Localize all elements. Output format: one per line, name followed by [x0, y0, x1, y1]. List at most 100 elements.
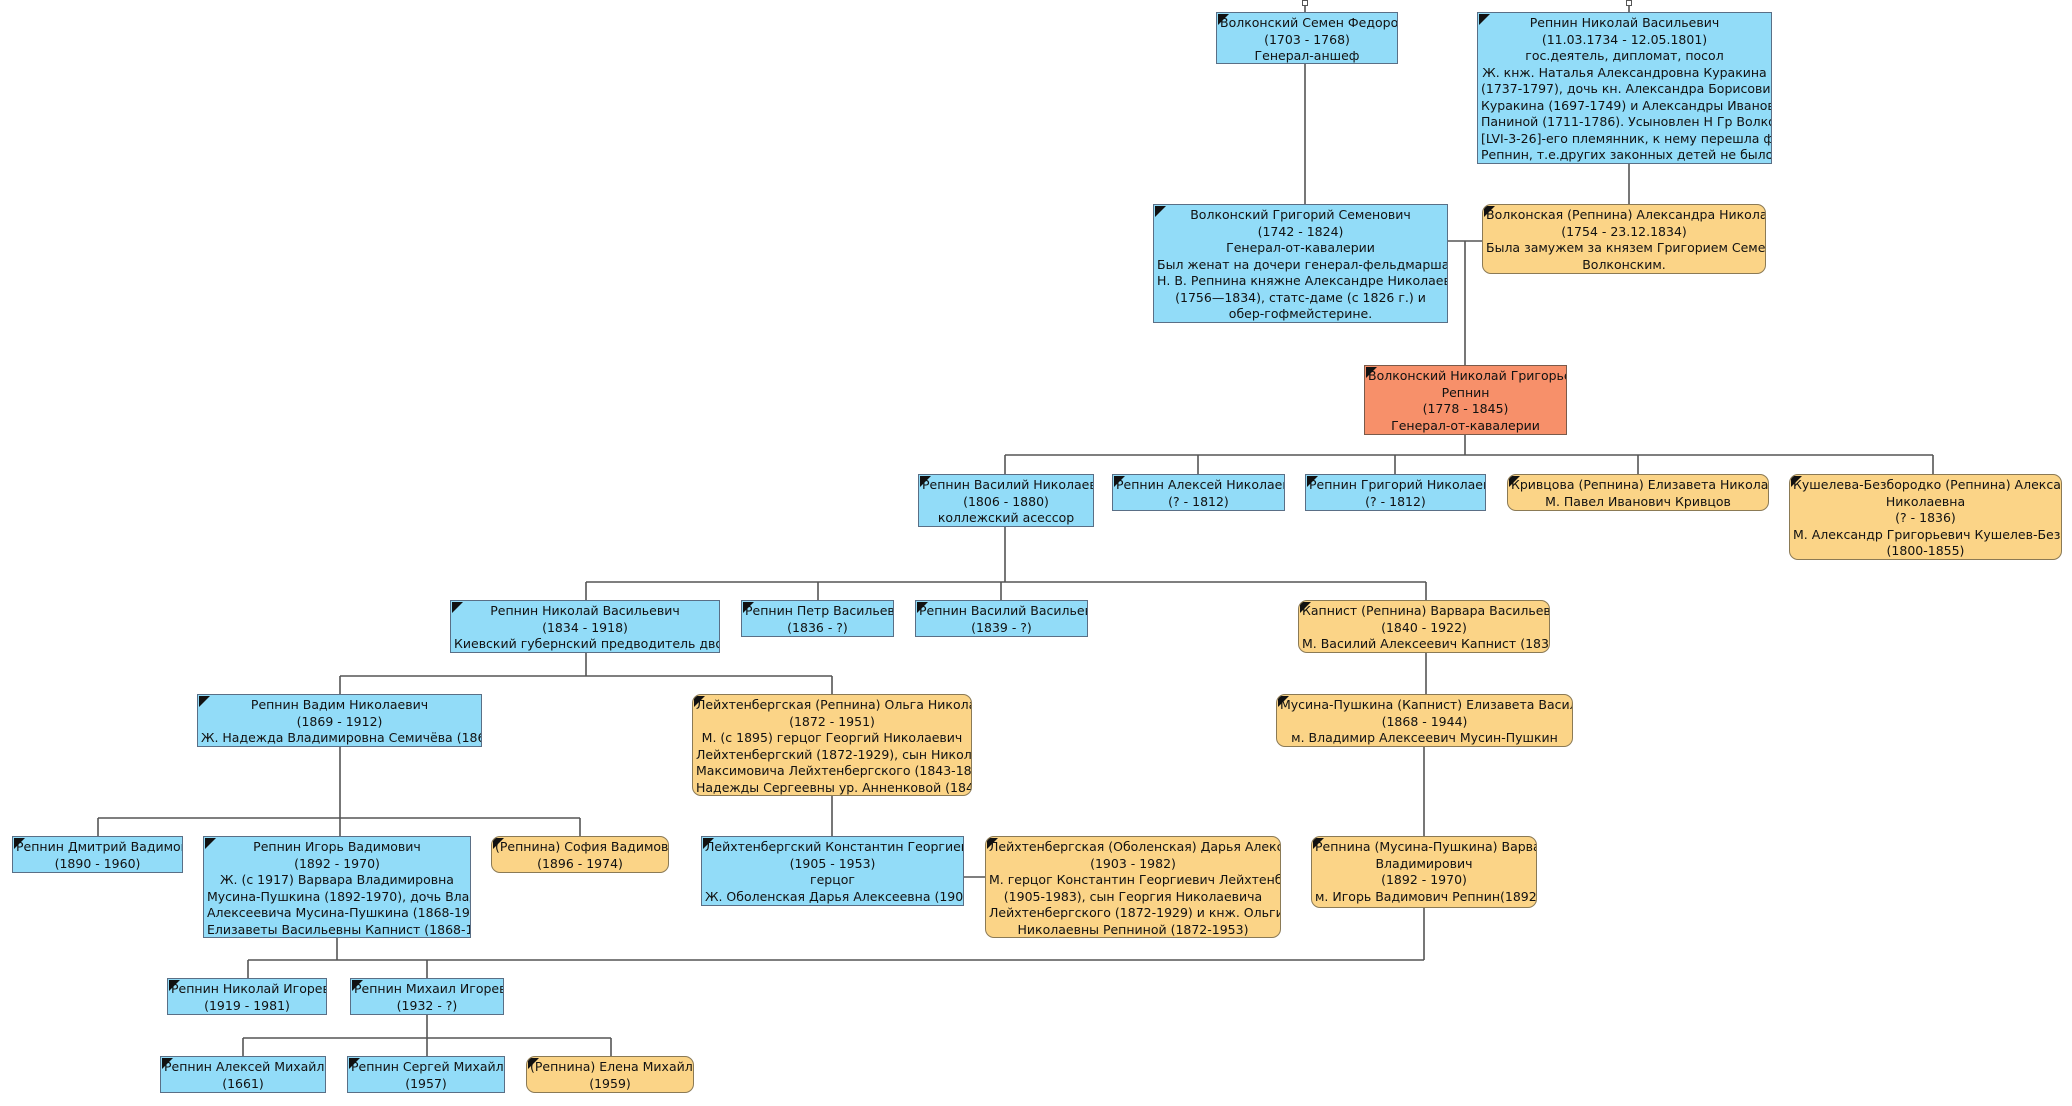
person-leuchtenberg-darya[interactable]: Лейхтенбергская (Оболенская) Дарья Алекс…: [985, 836, 1281, 938]
person-repnin-petr-vasilievich[interactable]: Репнин Петр Васильевич(1836 - ?): [741, 600, 894, 637]
person-detail: Мусина-Пушкина (1892-1970), дочь Владими…: [207, 888, 470, 904]
person-detail: (1868 - 1944): [1381, 713, 1468, 729]
person-name: (Репнина) Елена Михайловна: [530, 1059, 693, 1074]
person-name: Репнин Михаил Игоревич: [354, 981, 503, 996]
person-volkonskaya-alexandra[interactable]: Волконская (Репнина) Александра Николаев…: [1482, 204, 1766, 274]
person-detail: (1905-1983), сын Георгия Николаевича: [1003, 888, 1263, 904]
person-detail: (1892 - 1970): [294, 855, 380, 871]
person-detail: Генерал-аншеф: [1254, 48, 1360, 63]
person-detail: Киевский губернский предводитель дворянс…: [454, 636, 719, 651]
person-musina-pushkina-elizaveta[interactable]: Мусина-Пушкина (Капнист) Елизавета Васил…: [1276, 694, 1573, 747]
person-detail: Паниной (1711-1786). Усыновлен Н Гр Волк…: [1481, 114, 1772, 129]
person-detail: Ж. Надежда Владимировна Семичёва (1869-1…: [201, 730, 481, 745]
person-detail: Алексеевича Мусина-Пушкина (1868-1918) и: [207, 905, 470, 920]
person-detail: (1959): [589, 1075, 631, 1091]
person-name: Лейхтенбергская (Репнина) Ольга Николаев…: [696, 697, 971, 712]
person-detail: Николаевны Репниной (1872-1953): [1017, 921, 1249, 937]
person-detail: (? - 1812): [1365, 493, 1426, 509]
person-detail: Владимирович: [1375, 855, 1473, 871]
person-detail: (1806 - 1880): [963, 493, 1049, 509]
person-detail: Генерал-от-кавалерии: [1391, 417, 1540, 433]
person-detail: гос.деятель, дипломат, посол: [1525, 48, 1724, 63]
person-detail: м. Владимир Алексеевич Мусин-Пушкин: [1291, 730, 1558, 745]
person-detail: (1703 - 1768): [1264, 31, 1350, 47]
note-marker-icon: [493, 838, 504, 849]
person-detail: Лейхтенбергский (1872-1929), сын Николая: [696, 746, 972, 762]
person-repnin-alexei-nikolaevich[interactable]: Репнин Алексей Николаевич(? - 1812): [1112, 474, 1285, 511]
person-leuchtenberg-konstantin[interactable]: Лейхтенбергский Константин Георгиевич(19…: [701, 836, 964, 906]
note-marker-icon: [528, 1058, 539, 1069]
person-detail: Ж. Оболенская Дарья Алексеевна (1903-198…: [705, 888, 964, 904]
person-name: Капнист (Репнина) Варвара Васильевна: [1302, 603, 1550, 618]
note-marker-icon: [1791, 476, 1802, 487]
person-name: Мусина-Пушкина (Капнист) Елизавета Васил…: [1280, 697, 1572, 712]
person-detail: Волконским.: [1582, 256, 1666, 272]
person-detail: герцог: [810, 872, 855, 887]
person-detail: Лейхтенбергского (1872-1929) и кнж. Ольг…: [989, 905, 1281, 920]
person-detail: (? - 1812): [1168, 493, 1229, 509]
note-marker-icon: [1509, 476, 1520, 487]
person-detail: (1872 - 1951): [789, 713, 875, 729]
person-leuchtenberg-olga[interactable]: Лейхтенбергская (Репнина) Ольга Николаев…: [692, 694, 972, 796]
person-detail: обер-гофмейстерине.: [1228, 306, 1373, 321]
person-detail: М. Василий Алексеевич Капнист (1835-1915…: [1302, 636, 1549, 651]
note-marker-icon: [1479, 14, 1490, 25]
person-detail: Куракина (1697-1749) и Александры Иванов…: [1481, 97, 1772, 113]
person-name: Репнина (Мусина-Пушкина) Варвара: [1315, 839, 1537, 854]
note-marker-icon: [1484, 206, 1495, 217]
note-marker-icon: [199, 696, 210, 707]
person-repnin-alexei-mikhailovich[interactable]: Репнин Алексей Михайлович(1661): [160, 1056, 326, 1093]
person-name: Репнин Алексей Михайлович: [164, 1059, 325, 1074]
person-repnina-elena[interactable]: (Репнина) Елена Михайловна(1959): [526, 1056, 694, 1093]
person-detail: (1834 - 1918): [542, 619, 628, 635]
person-repnin-nikolai-igorevich[interactable]: Репнин Николай Игоревич(1919 - 1981): [167, 978, 327, 1015]
person-name: Репнин Николай Васильевич: [490, 603, 680, 618]
note-marker-icon: [743, 602, 754, 613]
person-detail: Была замужем за князем Григорием Семенов…: [1486, 240, 1766, 255]
person-detail: (1836 - ?): [787, 619, 848, 635]
person-kapnist-varvara[interactable]: Капнист (Репнина) Варвара Васильевна(184…: [1298, 600, 1550, 653]
note-marker-icon: [349, 1058, 360, 1069]
note-marker-icon: [14, 838, 25, 849]
person-name: Репнин Николай Игоревич: [171, 981, 326, 996]
note-marker-icon: [917, 602, 928, 613]
person-repnin-grigory-nikolaevich[interactable]: Репнин Григорий Николаевич(? - 1812): [1305, 474, 1486, 511]
person-repnin-mikhail-igorevich[interactable]: Репнин Михаил Игоревич(1932 - ?): [350, 978, 504, 1015]
person-volkonsky-nikolai-grigorievich[interactable]: Волконский Николай ГригорьевичРепнин(177…: [1364, 365, 1567, 435]
note-marker-icon: [1366, 367, 1377, 378]
note-marker-icon: [1155, 206, 1166, 217]
person-detail: Ж. (с 1917) Варвара Владимировна: [220, 872, 454, 887]
person-repnin-vasily-nikolaevich[interactable]: Репнин Василий Николаевич(1806 - 1880)ко…: [918, 474, 1094, 527]
person-repnin-dmitry-vadimovich[interactable]: Репнин Дмитрий Вадимович(1890 - 1960): [12, 836, 183, 873]
note-marker-icon: [162, 1058, 173, 1069]
person-name: (Репнина) София Вадимовна: [495, 839, 669, 854]
person-detail: Репнин: [1441, 384, 1490, 400]
note-marker-icon: [205, 838, 216, 849]
note-marker-icon: [703, 838, 714, 849]
person-detail: Николаевна: [1885, 493, 1966, 509]
parent-link-icon[interactable]: [1626, 0, 1632, 6]
person-repnin-nikolai-vasilievich[interactable]: Репнин Николай Васильевич(1834 - 1918)Ки…: [450, 600, 720, 653]
note-marker-icon: [1218, 14, 1229, 25]
person-volkonsky-grigory[interactable]: Волконский Григорий Семенович(1742 - 182…: [1153, 204, 1448, 323]
person-repnina-sofia[interactable]: (Репнина) София Вадимовна(1896 - 1974): [491, 836, 669, 873]
person-detail: (1756—1834), статс-даме (с 1826 г.) и: [1175, 289, 1426, 305]
person-detail: (1800-1855): [1886, 543, 1965, 558]
person-repnin-vasily-vasilievich[interactable]: Репнин Василий Васильевич(1839 - ?): [915, 600, 1088, 637]
person-repnin-sergei-mikhailovich[interactable]: Репнин Сергей Михайлович(1957): [347, 1056, 505, 1093]
parent-link-icon[interactable]: [1302, 0, 1308, 6]
person-detail: М. Павел Иванович Кривцов: [1545, 493, 1731, 509]
person-krivtsova-elizaveta[interactable]: Кривцова (Репнина) Елизавета НиколаевнаМ…: [1507, 474, 1769, 511]
person-detail: Ж. кнж. Наталья Александровна Куракина: [1482, 64, 1767, 80]
person-repnin-igor-vadimovich[interactable]: Репнин Игорь Вадимович(1892 - 1970)Ж. (с…: [203, 836, 471, 938]
person-repnin-nikolai-vasilievich-sr[interactable]: Репнин Николай Васильевич(11.03.1734 - 1…: [1477, 12, 1772, 164]
person-detail: (1839 - ?): [971, 619, 1032, 635]
person-kusheleva-alexandra[interactable]: Кушелева-Безбородко (Репнина) Александра…: [1789, 474, 2062, 560]
person-name: Репнин Алексей Николаевич: [1116, 477, 1284, 492]
person-repnin-vadim-nikolaevich[interactable]: Репнин Вадим Николаевич(1869 - 1912)Ж. Н…: [197, 694, 482, 747]
note-marker-icon: [1300, 602, 1311, 613]
person-volkonsky-semen[interactable]: Волконский Семен Федорович(1703 - 1768)Г…: [1216, 12, 1398, 64]
